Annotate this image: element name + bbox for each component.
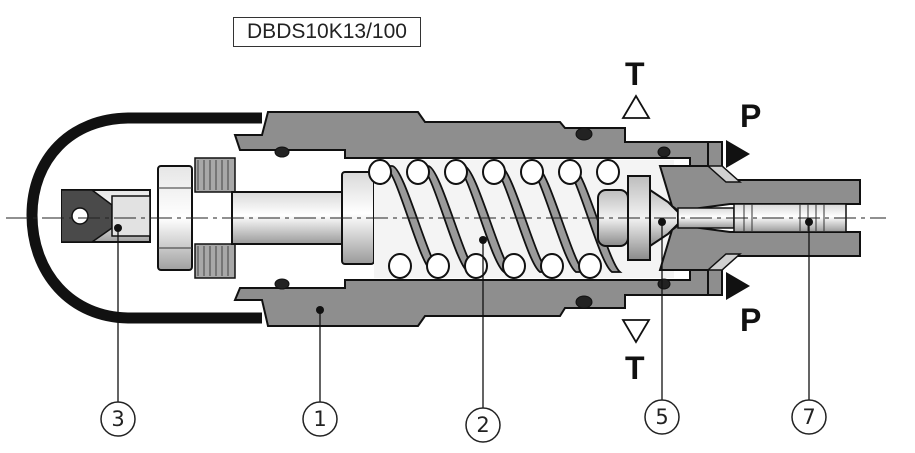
callout-label-7: 7 — [802, 405, 816, 429]
pressure-arrow-bottom — [726, 272, 750, 300]
leader-dots — [114, 218, 813, 314]
callout-circles — [100, 399, 827, 443]
protective-cap — [26, 112, 262, 324]
port-label-pressure-top: P — [740, 98, 762, 134]
port-label-tank-bottom: T — [625, 350, 645, 386]
housing-upper — [233, 111, 709, 167]
pressure-arrow-top — [726, 140, 750, 168]
thread-bush-lower — [194, 243, 236, 279]
callout-label-3: 3 — [111, 407, 125, 431]
thread-lines — [197, 160, 229, 276]
callout-label-5: 5 — [655, 405, 669, 429]
callout-label-1: 1 — [313, 407, 327, 431]
housing-lower — [233, 269, 709, 327]
thread-bush-upper — [194, 157, 236, 193]
tank-arrow-bottom — [621, 319, 651, 344]
spring-wire-sections — [368, 159, 620, 279]
tank-arrow-top — [621, 94, 651, 119]
port-label-pressure-bottom: P — [740, 302, 762, 338]
o-rings — [274, 127, 671, 309]
callout-label-2: 2 — [476, 413, 490, 437]
leader-lines — [117, 222, 810, 408]
model-code-label: DBDS10K13/100 — [233, 17, 421, 47]
port-label-tank-top: T — [625, 56, 645, 92]
